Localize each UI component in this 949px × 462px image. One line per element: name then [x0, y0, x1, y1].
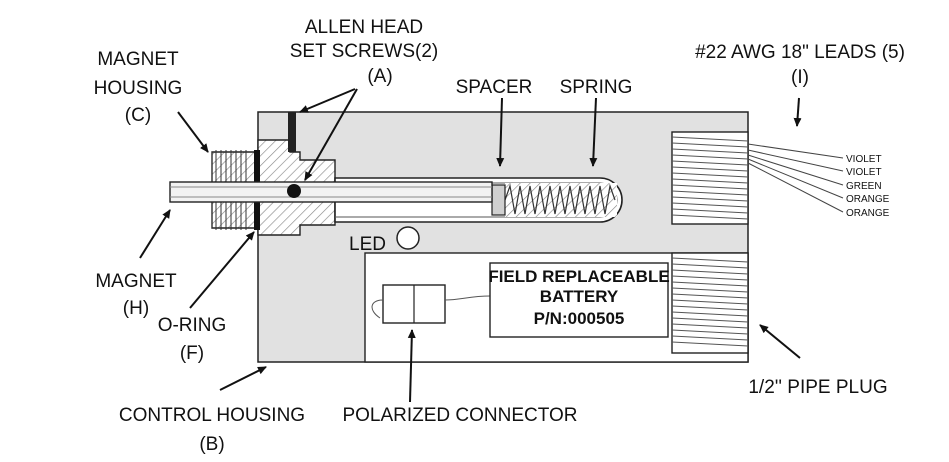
- label-allen-head-letter: (A): [367, 66, 392, 87]
- wire-leads: [747, 143, 844, 213]
- battery-label-line3: P/N:000505: [534, 309, 625, 328]
- label-o-ring: O-RING: [158, 315, 227, 336]
- label-polarized-connector: POLARIZED CONNECTOR: [342, 405, 577, 426]
- wire-label-4: ORANGE: [846, 194, 890, 205]
- set-screw: [288, 112, 296, 152]
- label-control-housing: CONTROL HOUSING: [119, 405, 305, 426]
- wire-label-3: GREEN: [846, 181, 882, 192]
- polarized-connector: [371, 284, 491, 324]
- battery-label-box: [489, 262, 669, 338]
- wire-label-1: VIOLET: [846, 154, 882, 165]
- label-magnet: MAGNET: [95, 271, 177, 292]
- label-magnet-housing-letter: (C): [125, 105, 151, 126]
- leader-arrows: [139, 88, 802, 403]
- label-o-ring-letter: (F): [180, 343, 204, 364]
- wire-label-5: ORANGE: [846, 208, 890, 219]
- label-magnet-housing-line2: HOUSING: [94, 78, 183, 99]
- battery-label-line1: FIELD REPLACEABLE: [488, 267, 669, 286]
- wire-label-2: VIOLET: [846, 167, 882, 178]
- pipe-plug-threads: [671, 252, 749, 354]
- label-pipe-plug: 1/2'' PIPE PLUG: [748, 377, 887, 398]
- label-allen-head-line1: ALLEN HEAD: [305, 17, 423, 38]
- spacer: [491, 184, 506, 216]
- battery-label-line2: BATTERY: [540, 287, 619, 306]
- spring-coil: [504, 183, 617, 217]
- magnet-rod: [169, 181, 493, 203]
- label-led: LED: [349, 234, 386, 255]
- leads-fitting-threads: [671, 131, 749, 225]
- label-spacer: SPACER: [456, 77, 533, 98]
- set-screw-ball: [287, 184, 301, 198]
- label-magnet-housing-line1: MAGNET: [97, 49, 179, 70]
- label-leads-letter: (I): [791, 67, 809, 88]
- label-leads: #22 AWG 18" LEADS (5): [695, 42, 905, 63]
- label-allen-head-line2: SET SCREWS(2): [290, 41, 439, 62]
- led-indicator: [396, 226, 420, 250]
- label-magnet-letter: (H): [123, 298, 149, 319]
- label-spring: SPRING: [560, 77, 633, 98]
- label-control-housing-letter: (B): [199, 434, 224, 455]
